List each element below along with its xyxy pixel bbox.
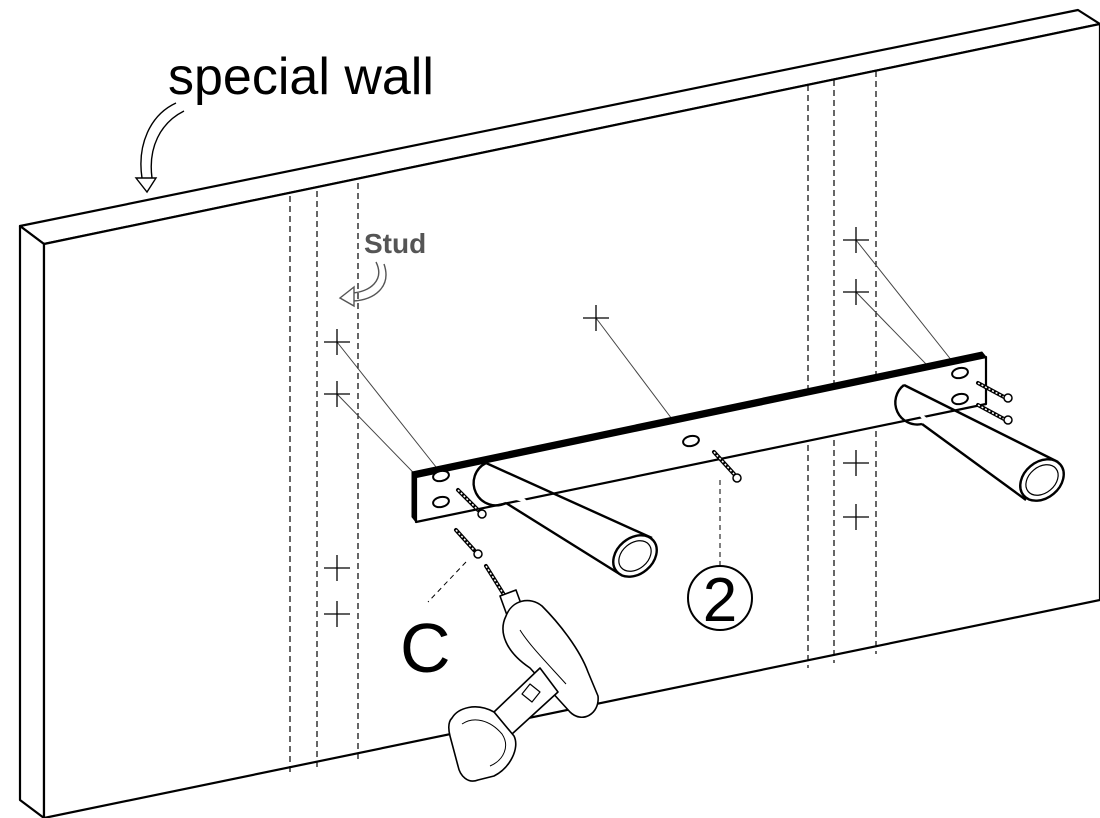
- wall-panel: [18, 8, 1100, 818]
- wall-face: [42, 22, 1100, 818]
- slot-hole: [951, 366, 969, 380]
- rod-end-cap: [1019, 458, 1065, 502]
- rod-end-cap: [612, 534, 658, 578]
- drill-bit: [484, 564, 508, 600]
- callout-leaders: [427, 480, 721, 603]
- drill-marks: [324, 227, 869, 627]
- wall-side-edge: [18, 224, 46, 818]
- power-drill-icon: [447, 564, 599, 782]
- screw: [976, 381, 1013, 403]
- slot-hole: [951, 392, 969, 406]
- cross-mark: [583, 305, 609, 331]
- screw: [456, 488, 487, 519]
- cross-mark: [843, 279, 869, 305]
- bracket-side-edge: [411, 471, 417, 523]
- stud-label: Stud: [364, 228, 426, 259]
- drill-body-detail: [519, 629, 567, 685]
- slot-hole: [432, 495, 450, 509]
- screw: [454, 528, 483, 559]
- hardware-callout-label: C: [400, 609, 451, 687]
- step-number-badge: [687, 565, 753, 631]
- screw: [976, 403, 1013, 425]
- screws: [454, 381, 1013, 559]
- cross-mark: [324, 329, 350, 355]
- bracket-holes: [432, 366, 969, 509]
- drill-battery: [447, 706, 517, 782]
- cross-mark: [324, 555, 350, 581]
- studs: [289, 71, 877, 775]
- drill-battery-detail: [461, 719, 506, 767]
- drill-body: [502, 599, 599, 718]
- drill-trigger: [521, 683, 541, 703]
- support-rod-left: [472, 461, 658, 578]
- stud-pointer-arrow: [338, 261, 387, 308]
- cross-mark: [324, 381, 350, 407]
- cross-mark: [324, 601, 350, 627]
- screw: [712, 450, 742, 483]
- cross-mark: [843, 504, 869, 530]
- mounting-bracket: [411, 351, 988, 524]
- step-number-label: 2: [703, 566, 737, 635]
- cross-mark: [843, 450, 869, 476]
- wall-label: special wall: [168, 48, 434, 106]
- wall-pointer-arrow: [134, 102, 185, 194]
- support-rod-right: [894, 383, 1065, 502]
- slot-hole: [682, 434, 700, 448]
- slot-hole: [432, 469, 450, 483]
- cross-mark: [843, 227, 869, 253]
